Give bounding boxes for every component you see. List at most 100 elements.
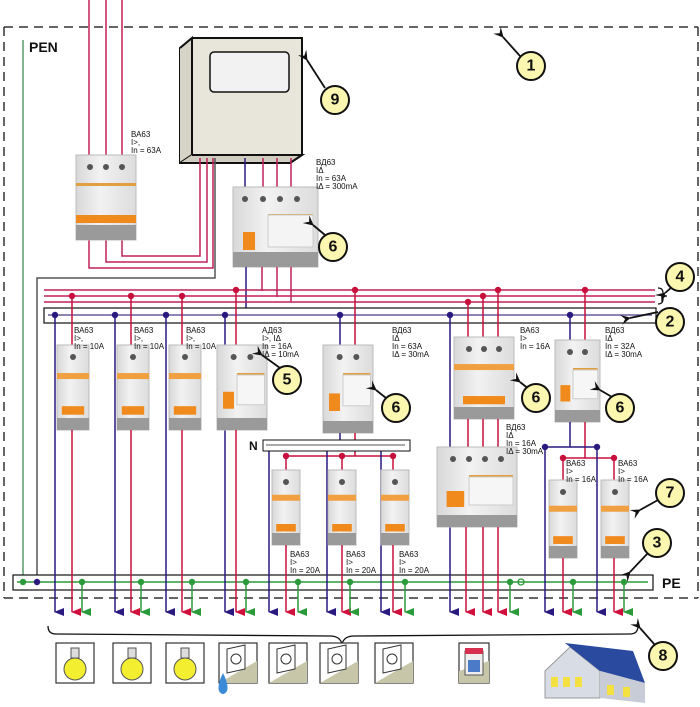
- socket-floor: [269, 661, 307, 683]
- house-window: [607, 685, 614, 695]
- stove-hob: [465, 648, 483, 654]
- svg-text:In = 63A: In = 63A: [316, 174, 347, 183]
- callout-7: 7: [629, 478, 685, 519]
- callout-6d: 6: [589, 381, 635, 423]
- device-label-line: IΔ: [392, 334, 400, 343]
- device-label-line: In = 16A: [520, 342, 551, 351]
- stove-rcd: [436, 446, 518, 528]
- callout-number: 3: [653, 535, 662, 552]
- house-rcd: [554, 339, 601, 423]
- pe-open-terminal: [517, 578, 525, 586]
- house-window: [563, 677, 570, 687]
- device-label-line: ВА63: [346, 550, 366, 559]
- device-label-line: In = 10A: [134, 342, 165, 351]
- callout-circle: [655, 307, 685, 337]
- house-roof: [565, 643, 645, 683]
- consumer-socket-2: [319, 642, 359, 684]
- consumer-electric-stove: [458, 642, 490, 684]
- circuit-breaker-socket1: [271, 469, 301, 546]
- device-label-line: ВА63: [399, 550, 419, 559]
- callout-arrow: [365, 380, 387, 399]
- callout-circle: [320, 85, 350, 115]
- callout-arrow: [620, 311, 659, 325]
- socket-rcd: [322, 344, 374, 434]
- device-label-line: ВА63: [186, 326, 206, 335]
- callout-circle: [521, 383, 551, 413]
- svg-text:ВД63: ВД63: [316, 158, 336, 167]
- house-window: [551, 677, 558, 687]
- device-label-line: I>, IΔ: [262, 334, 282, 343]
- circuit-breaker-socket3: [380, 469, 410, 546]
- device-label-line: In = 16A: [262, 342, 293, 351]
- device-label-line: In = 16A: [618, 475, 649, 484]
- socket-floor: [320, 661, 358, 683]
- svg-text:IΔ: IΔ: [316, 166, 324, 175]
- consumer-lamp-2: [112, 642, 152, 684]
- callout-number: 6: [329, 239, 338, 256]
- callout-circle: [272, 365, 302, 395]
- lamp-base: [70, 647, 80, 659]
- device-label-line: IΔ = 10mA: [262, 350, 300, 359]
- device-label-line: ВД63: [392, 326, 412, 335]
- device-label-line: In = 16A: [566, 475, 597, 484]
- consumer-socket-bathroom: [218, 642, 258, 694]
- junction-dot: [33, 578, 41, 586]
- consumer-socket-3: [374, 642, 414, 684]
- lamp-base: [180, 647, 190, 659]
- socket-plate: [382, 644, 402, 674]
- pe-bus-label: PE: [662, 575, 681, 591]
- device-label-line: ВА63: [618, 459, 638, 468]
- callout-number: 1: [527, 58, 536, 75]
- svg-text:IΔ = 300mA: IΔ = 300mA: [316, 182, 358, 191]
- callout-2: 2: [620, 307, 685, 337]
- device-label-line: IΔ = 30mA: [506, 447, 544, 456]
- svg-text:In = 63A: In = 63A: [131, 146, 162, 155]
- lamp-bulb: [120, 657, 144, 681]
- device-label-line: IΔ: [605, 334, 613, 343]
- callout-number: 5: [283, 372, 292, 389]
- main-rcd-label: ВД63 IΔ In = 63A IΔ = 300mA: [316, 158, 358, 191]
- callout-circle: [516, 51, 546, 81]
- junction-dot: [19, 578, 27, 586]
- device-label-line: IΔ = 30mA: [392, 350, 430, 359]
- callout-6a: 6: [302, 215, 348, 262]
- callout-5: 5: [251, 345, 302, 395]
- socket-outlet: [230, 653, 242, 665]
- callout-8: 8: [630, 617, 678, 671]
- circuit-breaker-house2: [600, 479, 630, 559]
- meter-to-rcd-wires: [244, 158, 292, 187]
- pen-label: PEN: [29, 39, 58, 55]
- main-rcd: [232, 186, 319, 268]
- device-label-line: I>,: [74, 334, 83, 343]
- callout-circle: [642, 528, 672, 558]
- device-label-line: I>: [618, 467, 625, 476]
- consumers: [55, 642, 645, 703]
- meter-to-breaker-wires: [88, 158, 214, 269]
- callout-arrow: [630, 617, 656, 646]
- socket-plate: [327, 644, 347, 674]
- stove-breaker: [453, 336, 515, 420]
- device-label-line: АД63: [262, 326, 282, 335]
- device-label-line: ВД63: [506, 423, 526, 432]
- socket-floor: [219, 661, 257, 683]
- callout-arrow: [493, 26, 521, 57]
- device-label-line: In = 10A: [74, 342, 105, 351]
- callout-circle: [318, 232, 348, 262]
- device-label-line: IΔ = 30mA: [605, 350, 643, 359]
- incoming-phase-wires: [88, 0, 123, 155]
- lamp-bulb: [63, 657, 87, 681]
- callout-arrow: [302, 215, 326, 236]
- panel-enclosure-border: [3, 26, 699, 599]
- device-label-line: In = 32A: [605, 342, 636, 351]
- callout-1: 1: [493, 26, 546, 81]
- phase-bus-brace: [657, 287, 668, 305]
- device-label-line: I>: [399, 558, 406, 567]
- circuit-breaker-light3: [168, 344, 202, 431]
- callout-circle: [648, 641, 678, 671]
- lamp-base: [127, 647, 137, 659]
- device-label-line: ВА63: [566, 459, 586, 468]
- lamp-bulb: [173, 657, 197, 681]
- callout-number: 6: [532, 390, 541, 407]
